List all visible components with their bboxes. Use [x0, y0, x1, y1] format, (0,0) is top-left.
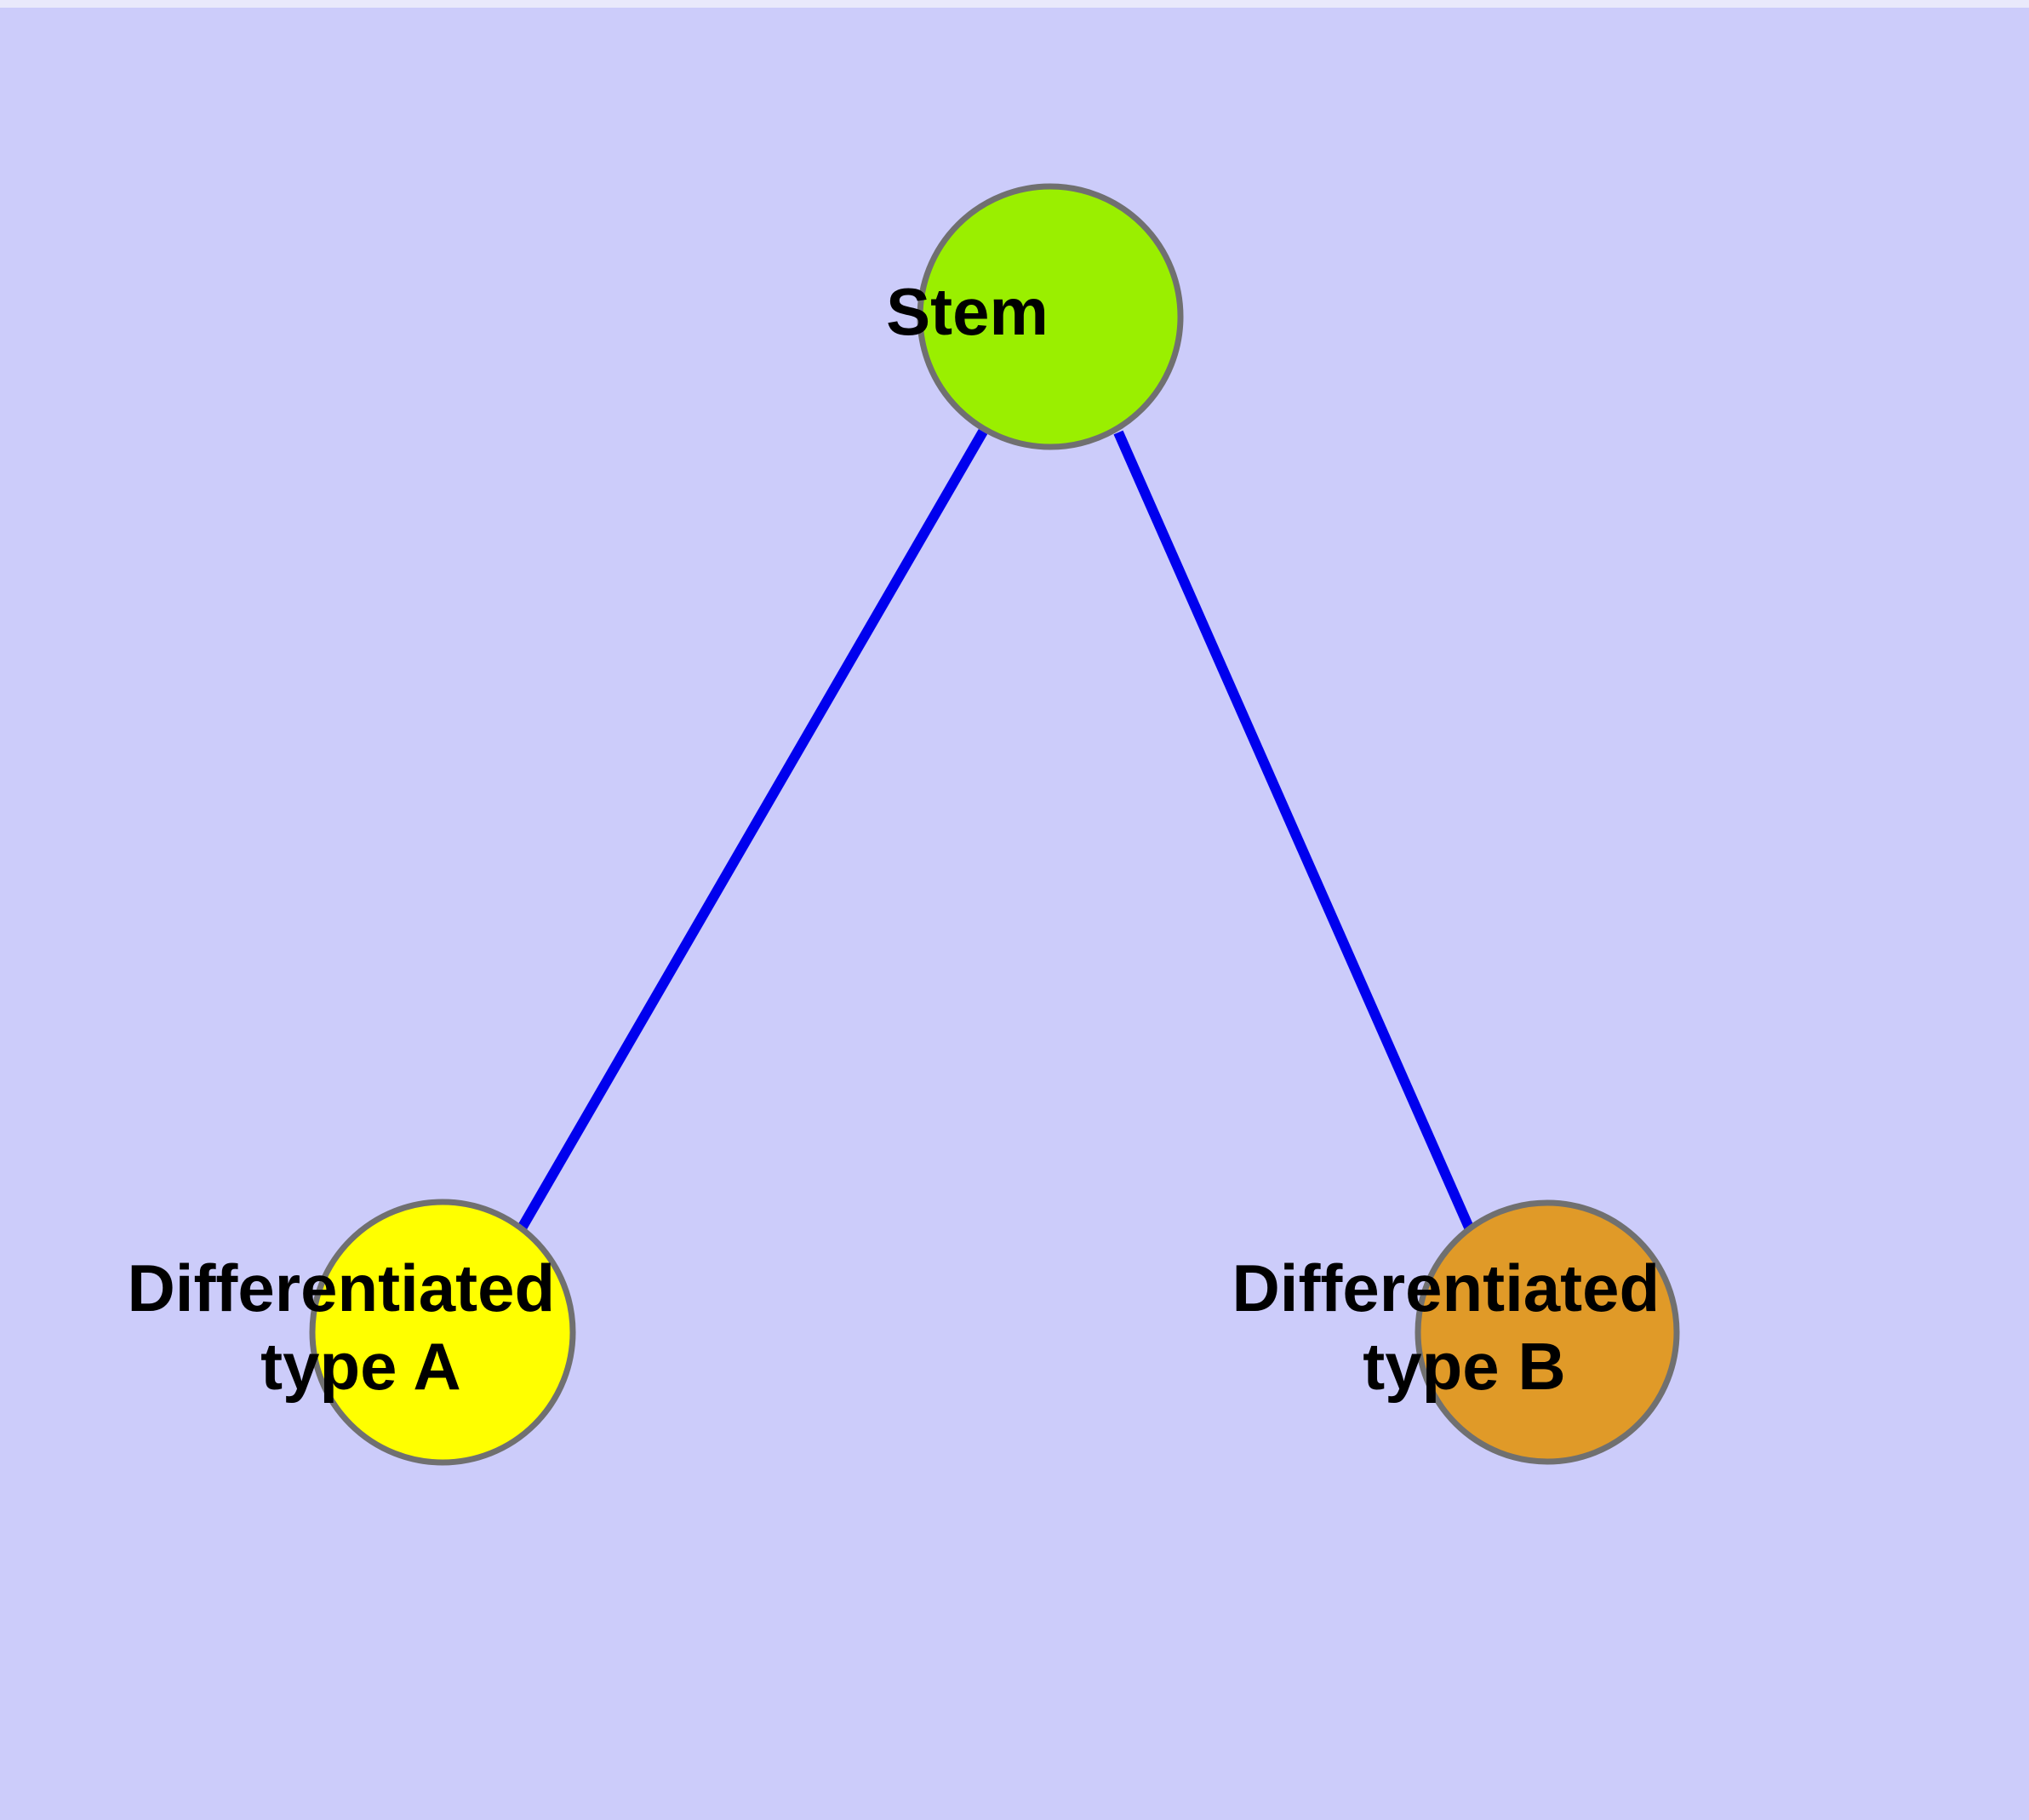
- node-differentiated-type-b[interactable]: Differentiated type B: [1232, 0, 1862, 1465]
- node-differentiated-type-a-circle[interactable]: [309, 1199, 576, 1466]
- background-top-strip: [0, 0, 2029, 8]
- node-differentiated-type-b-circle[interactable]: [1415, 1199, 1680, 1465]
- node-differentiated-type-a-label: Differentiated type A: [127, 0, 757, 1404]
- node-stem-circle[interactable]: [917, 183, 1184, 450]
- node-differentiated-type-a[interactable]: Differentiated type A: [127, 0, 757, 1466]
- node-differentiated-type-b-label: Differentiated type B: [1232, 0, 1862, 1404]
- node-stem-label: Stem: [886, 0, 1215, 349]
- edge-stem-to-differentiated-type-a[interactable]: [517, 428, 988, 1230]
- edge-layer: [517, 428, 1474, 1230]
- edge-stem-to-differentiated-type-b[interactable]: [1113, 430, 1474, 1230]
- node-stem[interactable]: Stem: [886, 0, 1215, 450]
- node-layer: Stem Differentiated type A Differentiate…: [127, 0, 1862, 1466]
